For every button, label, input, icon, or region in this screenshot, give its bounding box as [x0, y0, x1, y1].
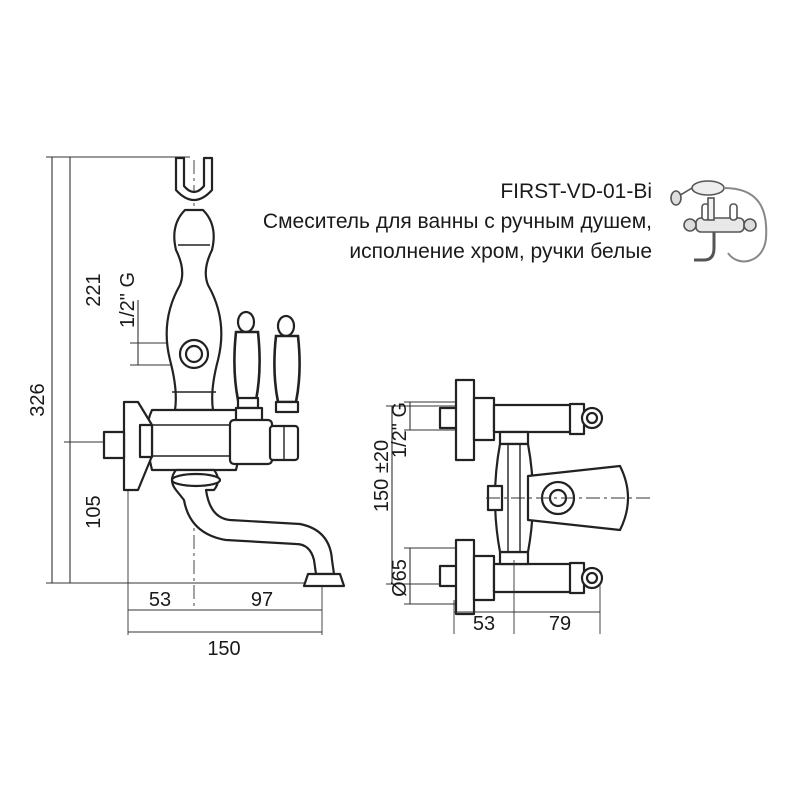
- handle-left: [233, 310, 264, 424]
- dim-left-width: 53: [149, 589, 171, 611]
- dim-right-width: 97: [251, 589, 273, 611]
- dim-spacing: 150 ±20: [371, 440, 393, 512]
- product-thumbnail: [670, 180, 768, 263]
- dim-thread-top: 1/2" G: [389, 402, 411, 458]
- dim-thread-front: 1/2" G: [117, 272, 139, 328]
- dim-upper-height: 221: [83, 273, 105, 306]
- handle-right: [273, 314, 301, 414]
- dim-lower-height: 105: [83, 495, 105, 528]
- product-code: FIRST-VD-01-Bi: [500, 180, 652, 203]
- dim-flange: Ø65: [389, 559, 411, 597]
- product-description-line2: исполнение хром, ручки белые: [349, 240, 652, 263]
- dim-top-right: 79: [549, 613, 571, 635]
- front-view: 326 221 105 1/2" G: [27, 156, 346, 660]
- top-view: 150 ±20 1/2" G Ø65: [371, 378, 650, 635]
- dim-total-height: 326: [27, 383, 49, 416]
- dim-top-left: 53: [473, 613, 495, 635]
- product-description-line1: Смеситель для ванны с ручным душем,: [262, 210, 652, 233]
- dim-total-width: 150: [207, 638, 240, 660]
